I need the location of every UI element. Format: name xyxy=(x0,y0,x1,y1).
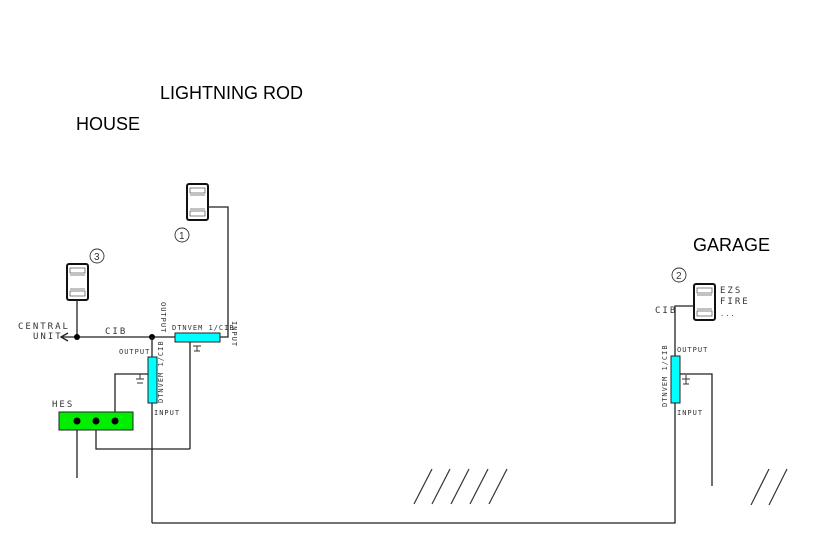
wire-lightning-rod xyxy=(208,206,229,338)
ground-icon xyxy=(193,345,201,352)
ground-icon xyxy=(136,374,144,384)
central-unit-label-2: UNIT xyxy=(33,332,63,342)
device-2-number: 2 xyxy=(676,271,682,282)
protector-lightning-rod xyxy=(174,332,221,343)
device-1 xyxy=(186,183,209,221)
junction-dot xyxy=(74,334,80,340)
ground-hatching-1 xyxy=(413,468,508,505)
hes-terminal xyxy=(73,417,81,425)
protector-house-cib-output: OUTPUT xyxy=(119,348,150,356)
protector-lightning-rod-output: OUTPUT xyxy=(159,302,167,333)
device-3-number: 3 xyxy=(94,252,100,263)
device-1-number-circle xyxy=(174,227,190,243)
lightning-rod-label: LIGHTNING ROD xyxy=(160,83,303,103)
cib-garage-label: CIB xyxy=(655,306,677,316)
ellipsis-label: ... xyxy=(720,310,736,318)
hes-terminal xyxy=(111,417,119,425)
wire-garage-cib xyxy=(674,305,694,356)
protector-house-cib xyxy=(147,356,158,404)
device-3-number-circle xyxy=(89,248,105,264)
central-unit-label-1: CENTRAL xyxy=(18,322,70,332)
garage-label: GARAGE xyxy=(693,235,770,255)
protector-garage-cib-name: DTNVEM 1/CIB xyxy=(661,344,669,407)
hes-label: HES xyxy=(52,400,74,410)
central-unit-arrow xyxy=(59,332,69,342)
ezs-label: EZS xyxy=(720,286,742,296)
hes-terminal xyxy=(92,417,100,425)
cib-house-label: CIB xyxy=(105,327,127,337)
wire-hes-right xyxy=(114,373,148,421)
house-label: HOUSE xyxy=(76,114,140,134)
protector-house-cib-input: INPUT xyxy=(154,409,180,417)
wire-underground-link xyxy=(152,413,676,524)
ground-hatching-2 xyxy=(750,468,788,506)
wire-garage-ground xyxy=(680,373,713,486)
device-2 xyxy=(693,283,716,321)
protector-garage-cib-output: OUTPUT xyxy=(677,346,708,354)
protector-lightning-rod-input: INPUT xyxy=(230,321,238,347)
ground-icon xyxy=(682,375,690,385)
fire-label: FIRE xyxy=(720,297,750,307)
protector-lightning-rod-name: DTNVEM 1/CIB xyxy=(172,324,235,332)
protector-house-cib-name: DTNVEM 1/CIB xyxy=(157,340,165,403)
protector-garage-cib xyxy=(670,355,681,404)
protector-garage-cib-input: INPUT xyxy=(677,409,703,417)
device-3 xyxy=(66,263,89,301)
device-2-number-circle xyxy=(671,267,687,283)
device-1-number: 1 xyxy=(179,231,185,242)
